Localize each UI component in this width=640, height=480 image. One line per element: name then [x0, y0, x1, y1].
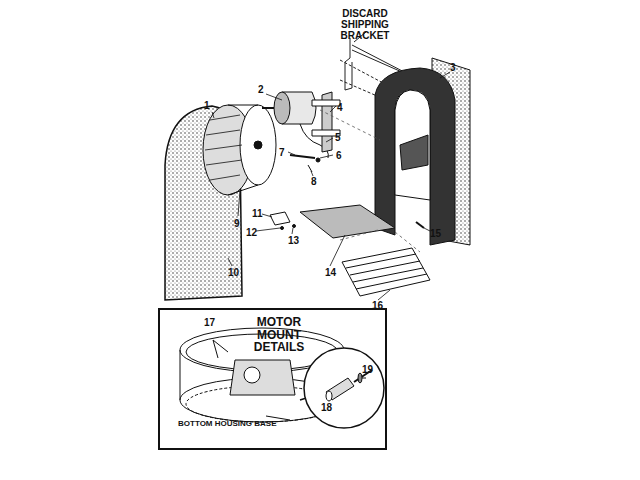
callout-number: 12	[246, 227, 257, 238]
callout-number: 5	[335, 132, 341, 143]
base-plate	[270, 205, 395, 238]
grille	[342, 248, 430, 296]
callout-number: 2	[258, 84, 264, 95]
inset-frame: MOTOR MOUNT DETAILS 17BOTTOM HOUSING BASE	[158, 308, 387, 450]
callout-number: 10	[228, 267, 239, 278]
callout-number: 9	[234, 218, 240, 229]
callout-number: 19	[362, 364, 373, 375]
screw	[416, 222, 424, 228]
callout-number: 6	[336, 150, 342, 161]
callout-number: 1	[204, 100, 210, 111]
note-text: DISCARD SHIPPING BRACKET	[334, 8, 396, 41]
part-name: BOTTOM HOUSING BASE	[178, 420, 277, 428]
inset-heading: MOTOR MOUNT DETAILS	[238, 316, 320, 354]
callout-number: 17	[204, 318, 215, 329]
callout-number: 11	[252, 208, 263, 219]
callout-number: 14	[325, 267, 336, 278]
motor-bracket	[312, 92, 340, 152]
callout-number: 3	[450, 62, 456, 73]
callout-number: 7	[279, 147, 285, 158]
callout-number: 15	[430, 228, 441, 239]
wire-parts	[290, 155, 320, 172]
callout-number: 4	[337, 102, 343, 113]
assembly-line	[320, 110, 420, 252]
callout-number: 8	[311, 176, 317, 187]
callout-number: 18	[321, 402, 332, 413]
blower-wheel	[203, 105, 276, 195]
callout-number: 13	[288, 235, 299, 246]
detail-circle	[304, 348, 384, 428]
leader-line	[212, 72, 450, 300]
blower-housing	[375, 58, 470, 245]
